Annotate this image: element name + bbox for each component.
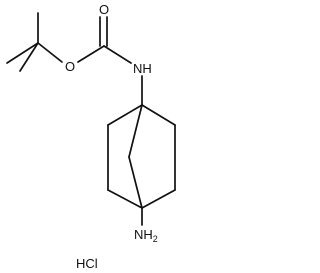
bond-cage-bridge-upper [128,104,143,158]
bond-o-to-carbonyl [77,45,105,63]
nh2-label-subscript: 2 [153,234,158,244]
nh2-label-main: NH [134,227,153,242]
bond-cage-bridge-lower [128,156,143,209]
bond-tbu-methyl-lower [19,42,39,72]
molecule-diagram: O O NH NH2 HCl [6,2,176,271]
bond-cage-top-left [107,104,143,126]
ester-oxygen-label: O [65,59,75,74]
bond-carbonyl-to-nh [103,45,132,64]
carbonyl-oxygen-label: O [99,2,109,17]
bond-cage-bottom-right [141,189,176,209]
nh-label: NH [133,61,152,76]
bond-cage-top-right [141,104,176,126]
atom-labels: O O NH NH2 HCl [65,2,158,271]
bonds [6,12,176,226]
bond-tbu-to-o [37,42,63,63]
nh2-label: NH2 [134,227,158,244]
salt-label: HCl [76,256,98,271]
bond-tbu-methyl-left [6,42,39,64]
bond-cage-bottom-left [107,189,143,209]
